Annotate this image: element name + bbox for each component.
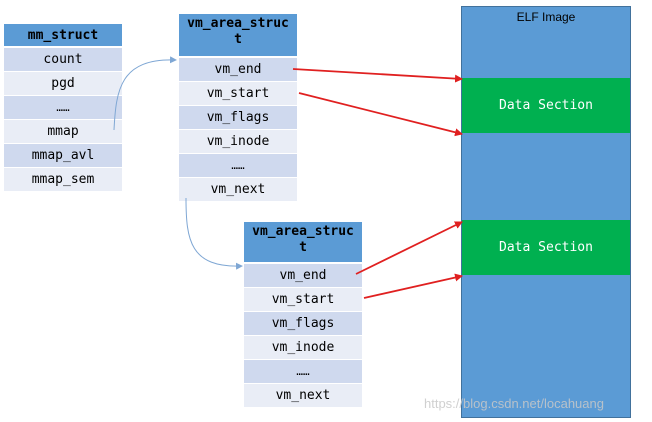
- arrow-vma1-vm-start: [298, 92, 463, 137]
- data-section-1: Data Section: [462, 78, 630, 133]
- elf-image-title: ELF Image: [516, 10, 576, 24]
- link-mmap-to-vma1: [113, 56, 177, 131]
- vma1-field-vm-inode: vm_inode: [179, 130, 297, 154]
- mm-struct-title: mm_struct: [4, 24, 122, 48]
- mm-struct-field-count: count: [4, 48, 122, 72]
- elf-image-block: [461, 6, 631, 418]
- arrow-vma2-vm-end: [355, 221, 463, 275]
- vma1-field-vm-start: vm_start: [179, 82, 297, 106]
- vm-area-struct-1-table: vm_area_struc t vm_end vm_start vm_flags…: [179, 14, 297, 202]
- vma2-field-ellipsis: ……: [244, 360, 362, 384]
- vm-area-struct-2-title: vm_area_struc t: [244, 222, 362, 264]
- vma2-field-vm-flags: vm_flags: [244, 312, 362, 336]
- mm-struct-field-mmap-sem: mmap_sem: [4, 168, 122, 192]
- vma1-field-vm-end: vm_end: [179, 58, 297, 82]
- mm-struct-field-ellipsis: ……: [4, 96, 122, 120]
- vma2-field-vm-next: vm_next: [244, 384, 362, 408]
- arrow-vma2-vm-start: [363, 273, 463, 299]
- vm-area-struct-1-title: vm_area_struc t: [179, 14, 297, 58]
- watermark-text: https://blog.csdn.net/locahuang: [424, 396, 604, 411]
- mm-struct-field-mmap: mmap: [4, 120, 122, 144]
- mm-struct-table: mm_struct count pgd …… mmap mmap_avl mma…: [4, 24, 122, 192]
- vma1-field-ellipsis: ……: [179, 154, 297, 178]
- vma1-field-vm-flags: vm_flags: [179, 106, 297, 130]
- mm-struct-field-mmap-avl: mmap_avl: [4, 144, 122, 168]
- vma1-field-vm-next: vm_next: [179, 178, 297, 202]
- data-section-2: Data Section: [462, 220, 630, 275]
- vma2-field-vm-end: vm_end: [244, 264, 362, 288]
- vma2-field-vm-inode: vm_inode: [244, 336, 362, 360]
- arrow-vma1-vm-end: [292, 68, 463, 83]
- mm-struct-field-pgd: pgd: [4, 72, 122, 96]
- vma2-field-vm-start: vm_start: [244, 288, 362, 312]
- vm-area-struct-2-table: vm_area_struc t vm_end vm_start vm_flags…: [244, 222, 362, 408]
- link-vmnext-to-vma2: [185, 197, 243, 270]
